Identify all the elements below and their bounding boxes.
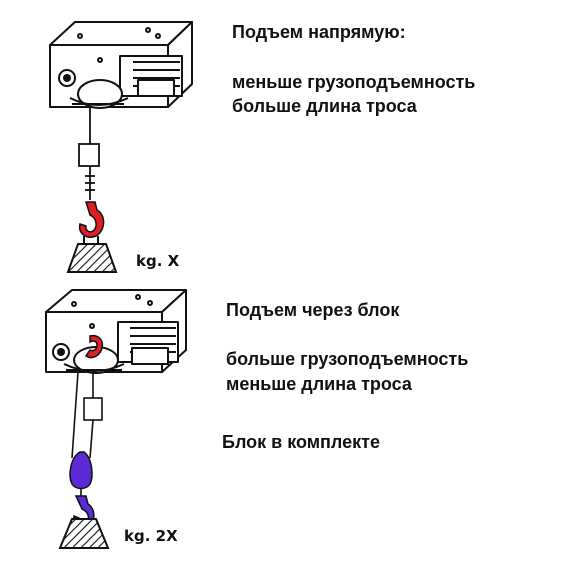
pulley-block-icon	[69, 451, 95, 529]
pulley-weight-label: kg. 2X	[124, 527, 178, 545]
hook-icon	[78, 201, 105, 238]
rope-weight	[83, 397, 103, 421]
rope-pulley	[71, 371, 103, 459]
hook-icon-red	[78, 201, 105, 238]
hoist-direct	[49, 21, 193, 109]
pulley-line1: больше грузоподъемность	[226, 349, 469, 369]
hoist-drum	[77, 79, 123, 109]
direct-heading: Подъем напрямую:	[232, 22, 406, 42]
direct-line2: больше длина троса	[232, 96, 417, 116]
pulley-heading: Подъем через блок	[226, 300, 400, 320]
pulley-note: Блок в комплекте	[222, 432, 380, 452]
hook-icon-red-upper	[84, 334, 104, 359]
rope-direct	[78, 108, 100, 200]
load-2x	[58, 518, 110, 549]
rope-weight	[78, 143, 100, 167]
direct-weight-label: kg. X	[136, 252, 180, 270]
pulley-line2: меньше длина троса	[226, 374, 412, 394]
load-x	[66, 236, 118, 273]
hoist-pulley	[45, 289, 187, 374]
direct-line1: меньше грузоподъемность	[232, 72, 476, 92]
